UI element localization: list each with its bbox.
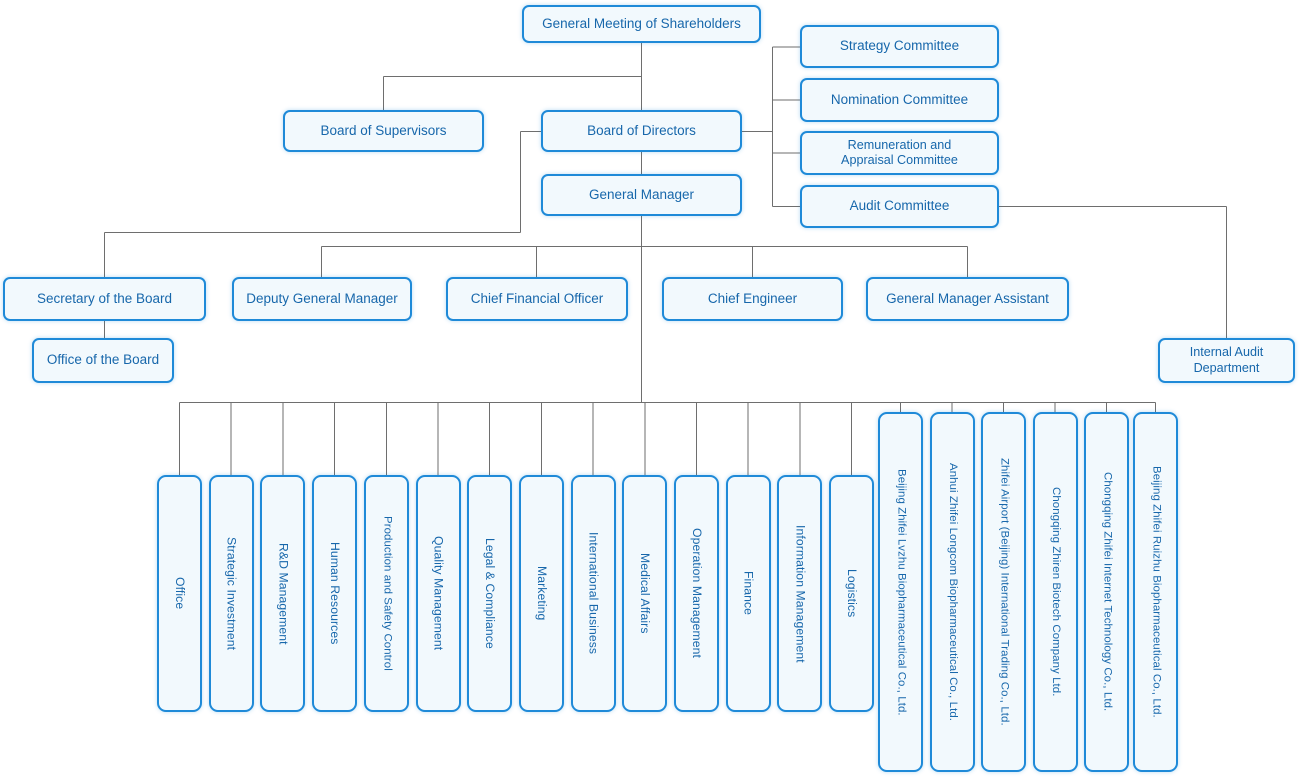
node-deputy-general-manager[interactable]: Deputy General Manager — [232, 277, 412, 321]
node-general-manager-assistant[interactable]: General Manager Assistant — [866, 277, 1069, 321]
node-label: Human Resources — [328, 542, 343, 645]
node-label: Board of Directors — [587, 122, 696, 138]
node-board-of-supervisors[interactable]: Board of Supervisors — [283, 110, 484, 152]
node-department-logistics[interactable]: Logistics — [829, 475, 875, 712]
node-subsidiary-chongqing-zhifei-internet-technology[interactable]: Chongqing Zhifei Internet Technology Co.… — [1084, 412, 1129, 772]
node-department-rd-management[interactable]: R&D Management — [260, 475, 306, 712]
node-label: Logistics — [845, 569, 860, 618]
node-department-quality-management[interactable]: Quality Management — [415, 475, 461, 712]
node-department-information-management[interactable]: Information Management — [777, 475, 823, 712]
node-label: Deputy General Manager — [246, 290, 398, 306]
node-label: Anhui Zhifei Longcom Biopharmaceutical C… — [946, 462, 959, 722]
node-department-medical-affairs[interactable]: Medical Affairs — [622, 475, 668, 712]
node-label: Quality Management — [431, 536, 446, 651]
node-label: Office of the Board — [46, 352, 160, 368]
node-label: Strategy Committee — [839, 38, 960, 54]
node-secretary-of-the-board[interactable]: Secretary of the Board — [3, 277, 206, 321]
node-label: Board of Supervisors — [320, 122, 447, 138]
node-label: Beijing Zhifei Ruizhu Biopharmaceutical … — [1150, 466, 1163, 718]
node-label: Beijing Zhifei Lvzhu Biopharmaceutical C… — [895, 468, 908, 716]
node-label: Audit Committee — [849, 198, 950, 214]
node-label: Medical Affairs — [638, 553, 653, 634]
node-board-of-directors[interactable]: Board of Directors — [541, 110, 742, 152]
node-label: Internal Audit Department — [1189, 345, 1264, 375]
node-remuneration-and-appraisal-committee[interactable]: Remuneration and Appraisal Committee — [800, 131, 999, 175]
node-label: General Manager — [588, 186, 695, 202]
node-label: Information Management — [793, 524, 808, 663]
node-label: Office — [172, 577, 187, 610]
node-department-finance[interactable]: Finance — [725, 475, 771, 712]
node-department-office[interactable]: Office — [157, 475, 202, 712]
node-subsidiary-zhifei-airport-beijing-international-trading[interactable]: Zhifei Airport (Beijing) International T… — [981, 412, 1026, 772]
node-label: Chief Financial Officer — [470, 290, 604, 306]
node-department-legal-and-compliance[interactable]: Legal & Compliance — [467, 475, 513, 712]
node-chief-engineer[interactable]: Chief Engineer — [662, 277, 843, 321]
node-department-strategic-investment[interactable]: Strategic Investment — [208, 475, 254, 712]
node-department-human-resources[interactable]: Human Resources — [312, 475, 358, 712]
node-label: Finance — [741, 571, 756, 616]
node-office-of-the-board[interactable]: Office of the Board — [32, 338, 174, 383]
node-department-production-and-safety-control[interactable]: Production and Safety Control — [363, 475, 409, 712]
node-label: Operation Management — [689, 528, 704, 659]
node-strategy-committee[interactable]: Strategy Committee — [800, 25, 999, 68]
node-general-manager[interactable]: General Manager — [541, 174, 742, 216]
node-label: Chongqing Zhifei Internet Technology Co.… — [1101, 472, 1114, 712]
node-label: Marketing — [534, 566, 549, 621]
node-label: Chief Engineer — [707, 290, 798, 306]
node-label: Legal & Compliance — [483, 538, 498, 649]
node-department-operation-management[interactable]: Operation Management — [674, 475, 719, 712]
node-subsidiary-anhui-zhifei-longcom[interactable]: Anhui Zhifei Longcom Biopharmaceutical C… — [929, 412, 975, 772]
node-chief-financial-officer[interactable]: Chief Financial Officer — [446, 277, 628, 321]
node-label: R&D Management — [276, 542, 291, 645]
node-label: Production and Safety Control — [381, 516, 394, 671]
node-subsidiary-chongqing-zhiren-biotech[interactable]: Chongqing Zhiren Biotech Company Ltd. — [1032, 412, 1078, 772]
node-label: General Meeting of Shareholders — [542, 15, 741, 31]
node-label: General Manager Assistant — [886, 290, 1049, 306]
node-internal-audit-department[interactable]: Internal Audit Department — [1158, 338, 1295, 383]
node-subsidiary-beijing-zhifei-lvzhu[interactable]: Beijing Zhifei Lvzhu Biopharmaceutical C… — [878, 412, 923, 772]
node-general-meeting-of-shareholders[interactable]: General Meeting of Shareholders — [522, 5, 761, 43]
node-department-international-business[interactable]: International Business — [570, 475, 616, 712]
node-label: Remuneration and Appraisal Committee — [841, 137, 958, 167]
node-label: Chongqing Zhiren Biotech Company Ltd. — [1049, 487, 1062, 697]
node-label: Secretary of the Board — [36, 290, 173, 306]
node-label: International Business — [586, 532, 601, 655]
node-subsidiary-beijing-zhifei-ruizhu[interactable]: Beijing Zhifei Ruizhu Biopharmaceutical … — [1133, 412, 1178, 772]
node-audit-committee[interactable]: Audit Committee — [800, 185, 999, 228]
node-label: Strategic Investment — [224, 536, 239, 651]
node-nomination-committee[interactable]: Nomination Committee — [800, 78, 999, 122]
node-label: Zhifei Airport (Beijing) International T… — [998, 458, 1011, 726]
node-label: Nomination Committee — [830, 91, 969, 107]
node-department-marketing[interactable]: Marketing — [518, 475, 564, 712]
